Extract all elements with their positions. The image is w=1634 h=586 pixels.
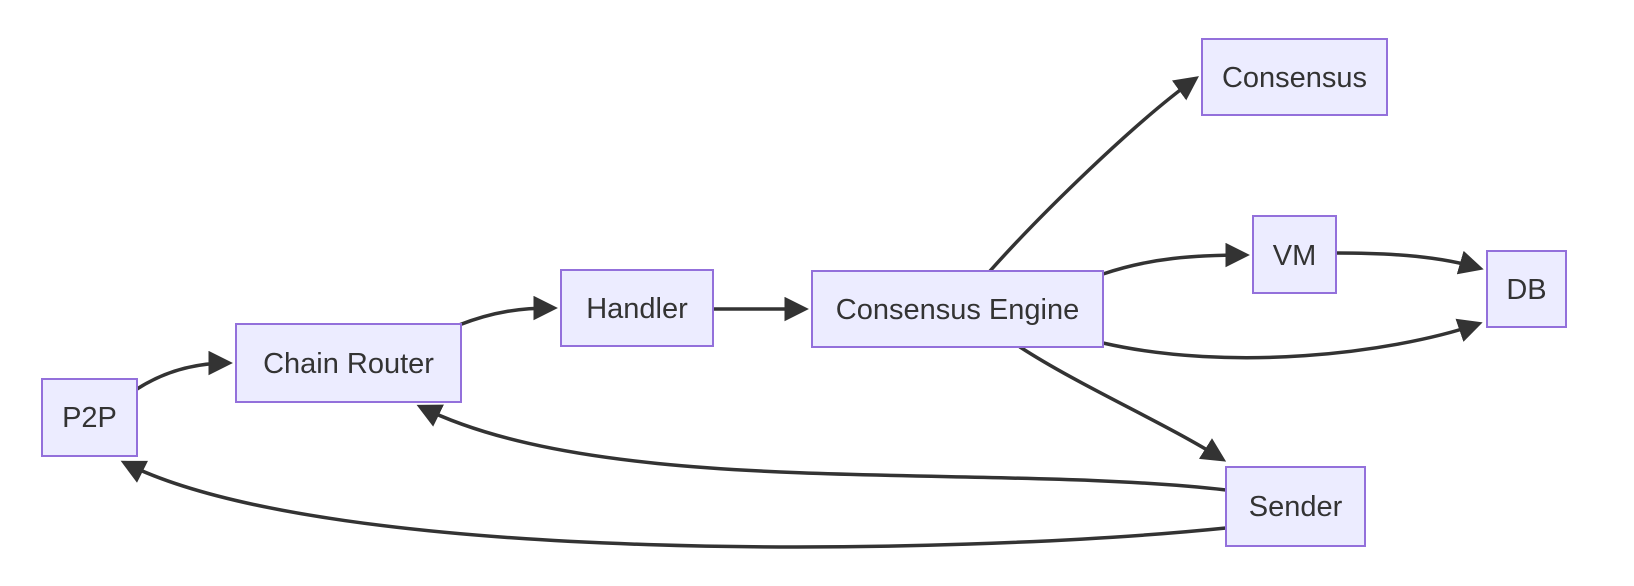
node-handler: Handler xyxy=(560,269,714,347)
node-vm-label: VM xyxy=(1273,240,1317,272)
node-vm: VM xyxy=(1252,215,1337,294)
edge-consensus-engine-to-db xyxy=(1101,318,1483,360)
node-consensus-engine: Consensus Engine xyxy=(811,270,1104,348)
node-handler-label: Handler xyxy=(586,293,688,325)
edge-sender-to-p2p xyxy=(120,460,1228,549)
edge-sender-to-chain-router xyxy=(416,404,1228,492)
node-sender-box xyxy=(1225,466,1366,547)
node-consensus-engine-box xyxy=(811,270,1104,348)
node-vm-box xyxy=(1252,215,1337,294)
node-chain-router: Chain Router xyxy=(235,323,462,403)
edge-chain-router-to-handler xyxy=(457,295,558,327)
node-db-box xyxy=(1486,250,1567,328)
node-chain-router-label: Chain Router xyxy=(263,348,434,380)
edge-consensus-engine-to-vm xyxy=(1101,242,1250,276)
node-db: DB xyxy=(1486,250,1567,328)
node-consensus-engine-label: Consensus Engine xyxy=(836,294,1079,326)
edge-consensus-engine-to-sender xyxy=(1018,345,1227,462)
node-consensus-label: Consensus xyxy=(1222,62,1367,94)
edge-consensus-engine-to-consensus xyxy=(988,76,1199,273)
node-handler-box xyxy=(560,269,714,347)
node-p2p-label: P2P xyxy=(62,402,117,434)
node-sender-label: Sender xyxy=(1249,491,1343,523)
node-consensus-box xyxy=(1201,38,1388,116)
edge-layer xyxy=(120,76,1484,549)
node-layer: P2P Chain Router Handler Consensus Engin… xyxy=(41,38,1567,547)
edge-vm-to-db xyxy=(1334,250,1484,275)
node-sender: Sender xyxy=(1225,466,1366,547)
node-db-label: DB xyxy=(1506,274,1546,306)
node-consensus: Consensus xyxy=(1201,38,1388,116)
node-p2p: P2P xyxy=(41,378,138,457)
node-chain-router-box xyxy=(235,323,462,403)
edge-p2p-to-chain-router xyxy=(135,350,233,391)
node-p2p-box xyxy=(41,378,138,457)
